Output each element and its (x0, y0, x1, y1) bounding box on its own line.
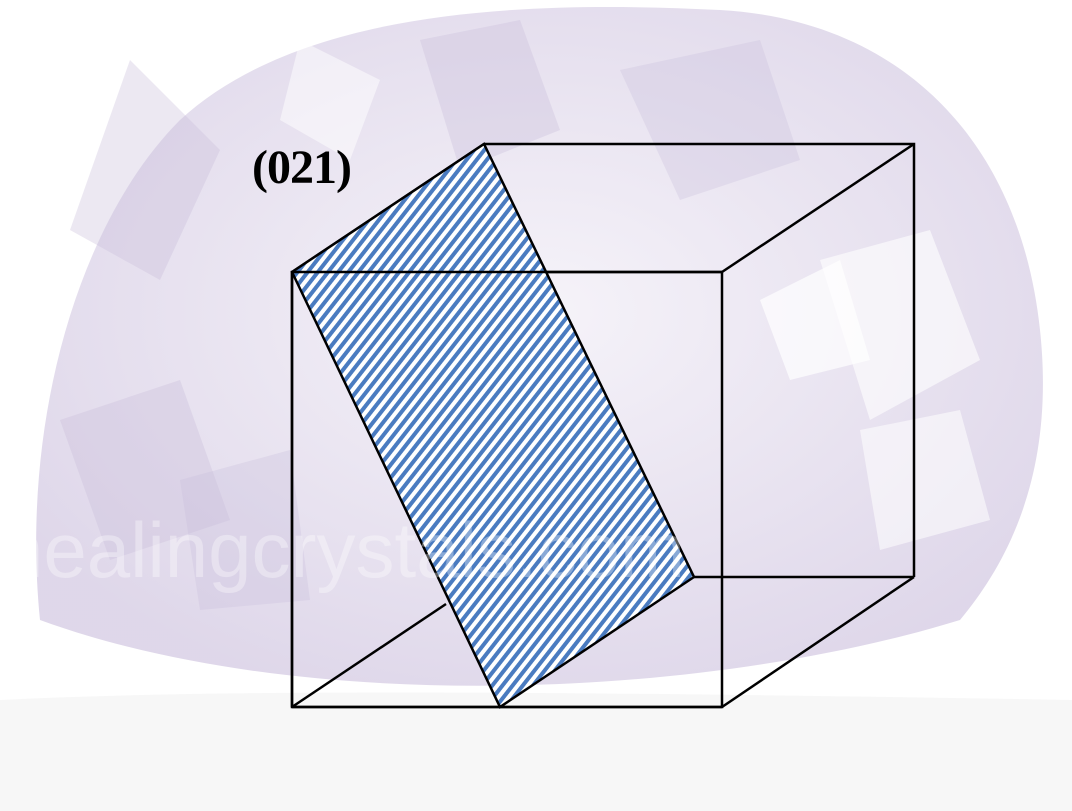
plane-label: (021) (252, 141, 352, 194)
miller-plane-021 (290, 142, 696, 709)
cube-edge-bottom-right (721, 575, 915, 709)
cube-edge-top-right (721, 142, 915, 274)
cube-edge-bottom-left (291, 602, 447, 709)
watermark: healingcrystals.com (0, 506, 685, 594)
